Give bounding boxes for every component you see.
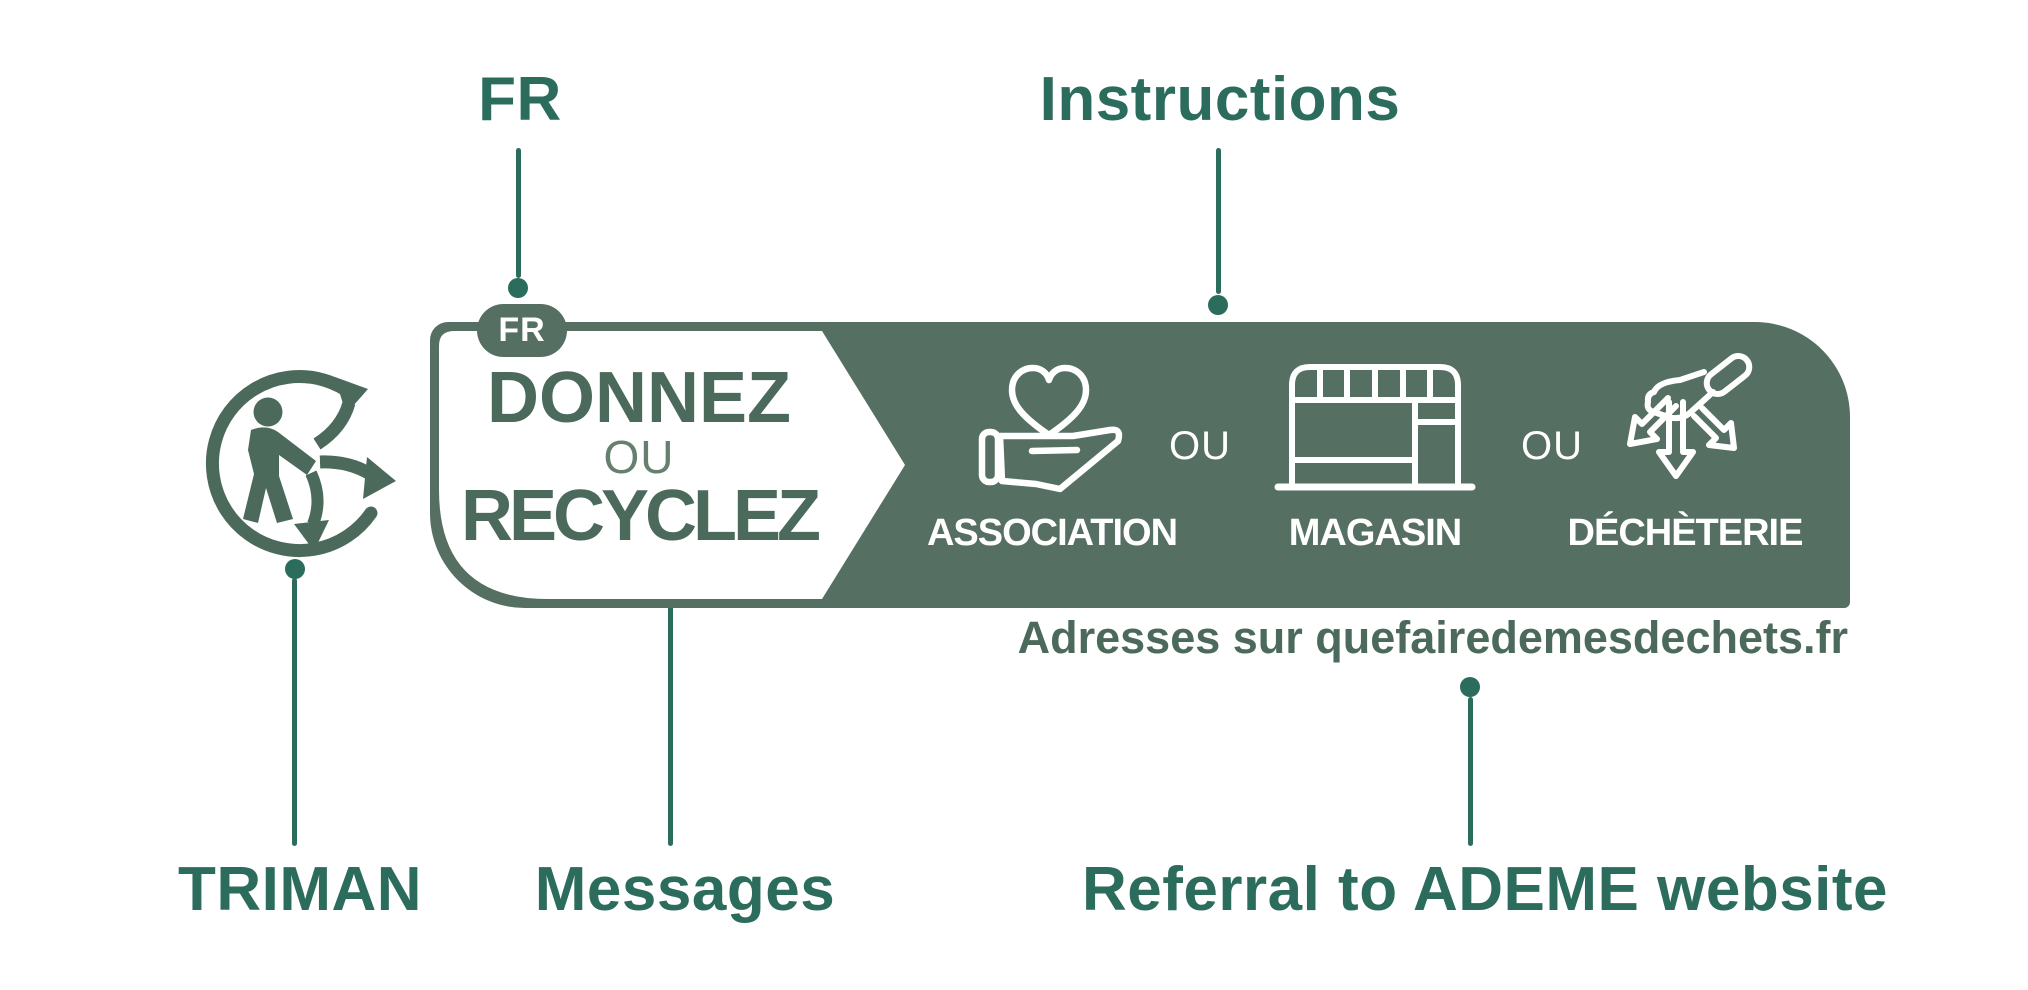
annotation-referral-label: Referral to ADEME website — [1081, 855, 1889, 924]
referral-connector-line — [1468, 697, 1473, 846]
instructions-connector-line — [1216, 148, 1221, 294]
annotation-fr-label: FR — [478, 65, 562, 134]
fr-connector-dot — [508, 278, 528, 298]
dechèterie-label: DÉCHÈTERIE — [1567, 512, 1804, 554]
triman-connector-dot — [285, 559, 305, 579]
association-label: ASSOCIATION — [926, 512, 1178, 554]
message-block: DONNEZ OU RECYCLEZ — [439, 358, 839, 556]
messages-connector-line — [668, 577, 673, 846]
hand-sorting-waste-icon — [1627, 352, 1753, 479]
instructions-connector-dot — [1208, 295, 1228, 315]
fr-country-badge: FR — [477, 304, 567, 357]
message-line-recyclez: RECYCLEZ — [460, 476, 821, 556]
annotation-instructions-label: Instructions — [1039, 65, 1401, 134]
separator-ou-2: OU — [1521, 424, 1583, 468]
separator-ou-1: OU — [1169, 424, 1231, 468]
message-line-ou: OU — [603, 431, 675, 483]
ademe-referral-text: Adresses sur quefairedemesdechets.fr — [1017, 612, 1848, 663]
annotation-triman-label: TRIMAN — [177, 855, 423, 924]
referral-connector-dot — [1460, 677, 1480, 697]
annotation-messages-label: Messages — [534, 855, 836, 924]
fr-connector-line — [516, 148, 521, 278]
storefront-icon — [1274, 364, 1476, 491]
hand-holding-heart-icon — [978, 364, 1123, 493]
message-line-donnez: DONNEZ — [487, 358, 791, 438]
triman-logo-icon — [205, 370, 396, 558]
magasin-label: MAGASIN — [1288, 512, 1462, 554]
triman-connector-line — [292, 578, 297, 846]
donnez-ou-recyclez-banner: FR DONNEZ OU RECYCLEZ ASSOCIATION OU MAG… — [430, 304, 1850, 608]
message-panel-chevron — [439, 331, 905, 599]
